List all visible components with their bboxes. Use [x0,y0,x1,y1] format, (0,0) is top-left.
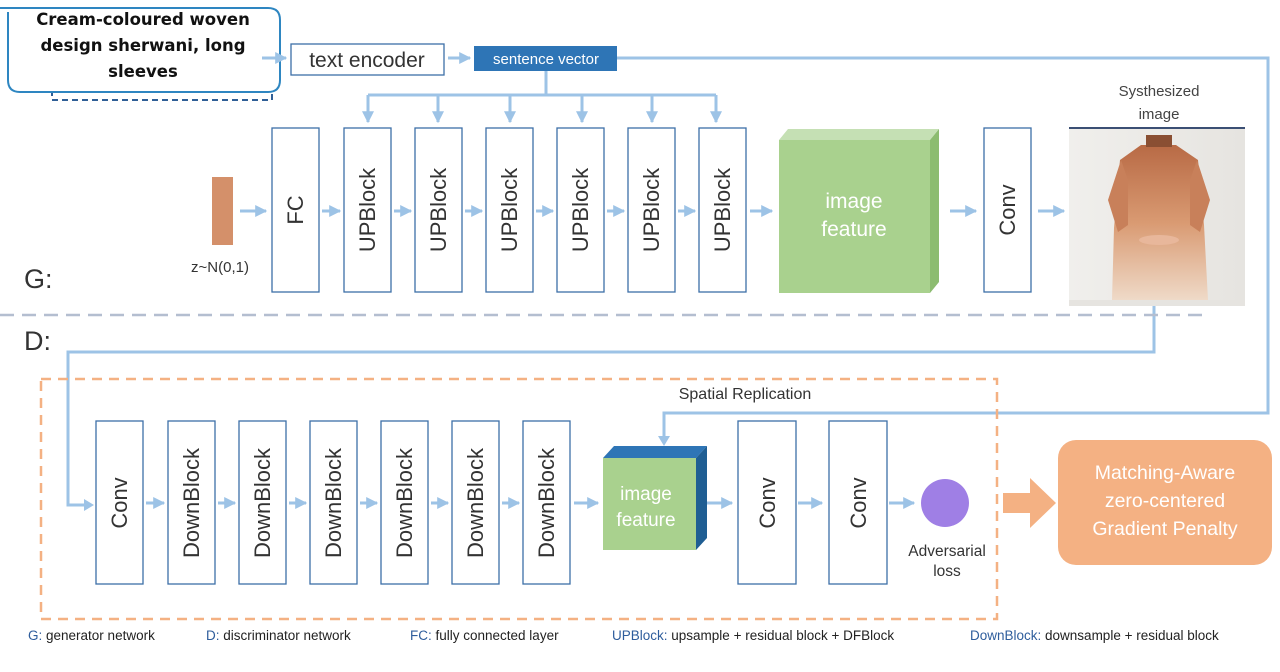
upblock-1: UPBlock [343,127,392,293]
caption-line: sleeves [108,62,178,81]
conv-label: Conv [846,477,871,528]
fc-label: FC [283,195,308,224]
fc-box [271,127,320,293]
upblock-label: UPBlock [710,167,735,252]
legend-item-generator: G: generator network [28,628,155,643]
caption-bubble [0,7,281,101]
downblock-label: DownBlock [392,447,417,558]
downblock-label: DownBlock [250,447,275,558]
adversarial-loss-dot [921,479,969,527]
image-feature-label-line2: feature [821,218,886,241]
d-image-feature-label-line2: feature [616,510,675,531]
downblock-6: DownBlock [522,420,571,585]
discriminator-conv-out-2: Conv [828,420,888,585]
discriminator-conv-in-label: Conv [107,477,132,528]
text-encoder-label: text encoder [309,49,425,72]
downblock-label: DownBlock [179,447,204,558]
upblock-2: UPBlock [414,127,463,293]
downblock-1: DownBlock [167,420,216,585]
sentence-vector-box [474,46,617,71]
text-encoder-box [290,43,445,76]
sentence-vector-to-discriminator-line [617,56,1270,440]
penalty-line3: Gradient Penalty [1092,518,1238,540]
image-feature-label-line1: image [825,190,882,213]
legend: G: generator network D: discriminator ne… [0,628,1280,648]
downblock-label: DownBlock [534,447,559,558]
penalty-arrow [1003,478,1056,528]
upblock-label: UPBlock [497,167,522,252]
generator-section-label: G: [24,264,53,294]
upblock-6: UPBlock [698,127,747,293]
caption-line: design sherwani, long [40,36,246,55]
input-caption: Cream-coloured woven design sherwani, lo… [12,7,274,89]
penalty-line2: zero-centered [1105,490,1225,512]
discriminator-image-feature-cube: image feature [603,446,707,550]
synthesized-image [1069,127,1245,306]
downblock-label: DownBlock [321,447,346,558]
upblock-5: UPBlock [627,127,676,293]
penalty-line1: Matching-Aware [1095,462,1236,484]
synth-title-line1: Systhesized [1119,83,1200,100]
generator-image-feature-cube: image feature [779,129,939,293]
conv-label: Conv [755,477,780,528]
discriminator-conv-out-1: Conv [737,420,797,585]
gradient-penalty-box [1058,440,1272,565]
discriminator-conv-in-box [95,420,144,585]
downblock-label: DownBlock [463,447,488,558]
caption-line: Cream-coloured woven [36,10,250,29]
legend-item-discriminator: D: discriminator network [206,628,351,643]
upblock-label: UPBlock [355,167,380,252]
synth-title-line2: image [1139,106,1180,123]
legend-item-fc: FC: fully connected layer [410,628,559,643]
upblock-label: UPBlock [426,167,451,252]
adversarial-label-line1: Adversarial [908,543,986,560]
generator-conv-box [983,127,1032,293]
upblock-4: UPBlock [556,127,605,293]
downblock-5: DownBlock [451,420,500,585]
sentence-vector-label: sentence vector [493,51,599,68]
d-image-feature-label-line1: image [620,484,672,505]
vector-bus-drops [362,95,722,124]
generator-conv-label: Conv [995,184,1020,235]
upblock-3: UPBlock [485,127,534,293]
noise-label: z~N(0,1) [191,259,249,276]
upblock-label: UPBlock [568,167,593,252]
noise-bar [212,177,233,245]
spatial-replication-label: Spatial Replication [679,386,812,403]
sentence-vector-arrowhead [658,436,670,446]
upblock-label: UPBlock [639,167,664,252]
downblock-2: DownBlock [238,420,287,585]
downblock-3: DownBlock [309,420,358,585]
discriminator-dashed-region [39,377,999,621]
legend-item-upblock: UPBlock: upsample + residual block + DFB… [612,628,895,643]
synth-to-discriminator-line [66,306,1156,507]
legend-item-downblock: DownBlock: downsample + residual block [970,628,1219,643]
adversarial-label-line2: loss [933,563,961,580]
discriminator-section-label: D: [24,326,51,356]
downblock-4: DownBlock [380,420,429,585]
synth-to-discriminator-arrowhead [84,499,94,511]
